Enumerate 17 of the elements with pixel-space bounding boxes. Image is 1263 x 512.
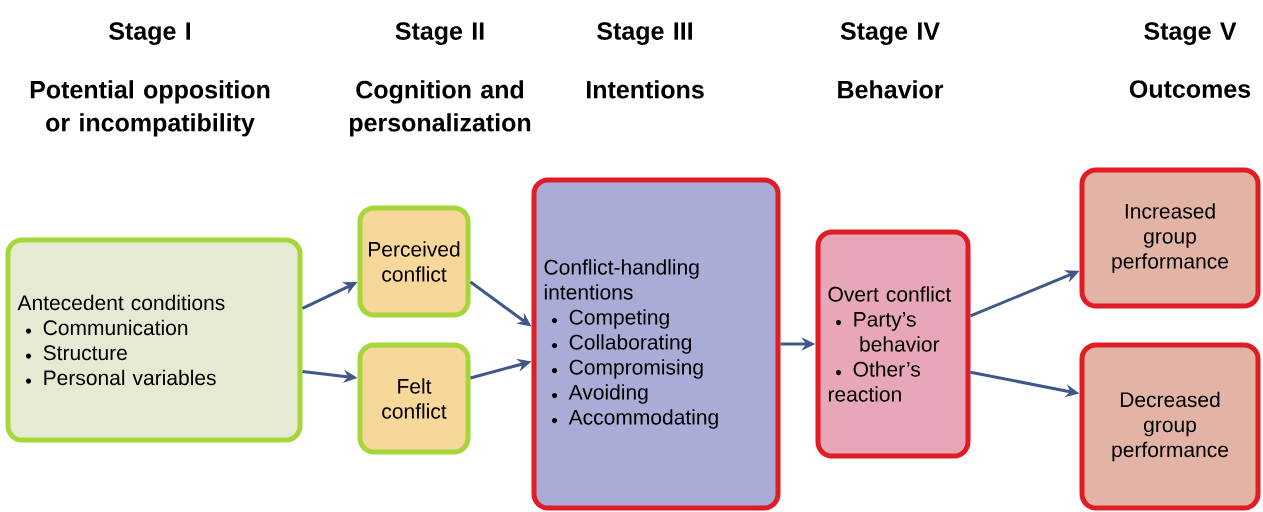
process-box: Antecedent conditions Communication Structure Personal variables <box>5 237 303 443</box>
process-box: Increased group performance <box>1079 167 1261 309</box>
stage-title: Potential opposition or incompatibility <box>30 80 270 137</box>
stage-heading: Stage II <box>395 22 484 45</box>
stage-heading: Stage V <box>1144 22 1237 45</box>
process-box: Felt conflict <box>357 342 471 455</box>
stage-heading: Stage I <box>109 22 190 45</box>
stage-heading: Stage IV <box>840 22 940 45</box>
process-box: Overt conflict Party’s behavior Other’s reaction <box>815 229 971 459</box>
stage-title: Cognition and personalization <box>349 80 531 137</box>
process-box: Perceived conflict <box>357 205 471 318</box>
process-box: Conflict-handling intentions Competing Collaborating Compromising Avoiding Accommodating <box>531 177 781 511</box>
stage-title: Intentions <box>586 80 704 99</box>
process-box: Decreased group performance <box>1079 342 1261 511</box>
stage-title: Behavior <box>838 80 944 99</box>
stage-heading: Stage III <box>597 22 692 45</box>
stage-title: Outcomes <box>1129 80 1251 98</box>
